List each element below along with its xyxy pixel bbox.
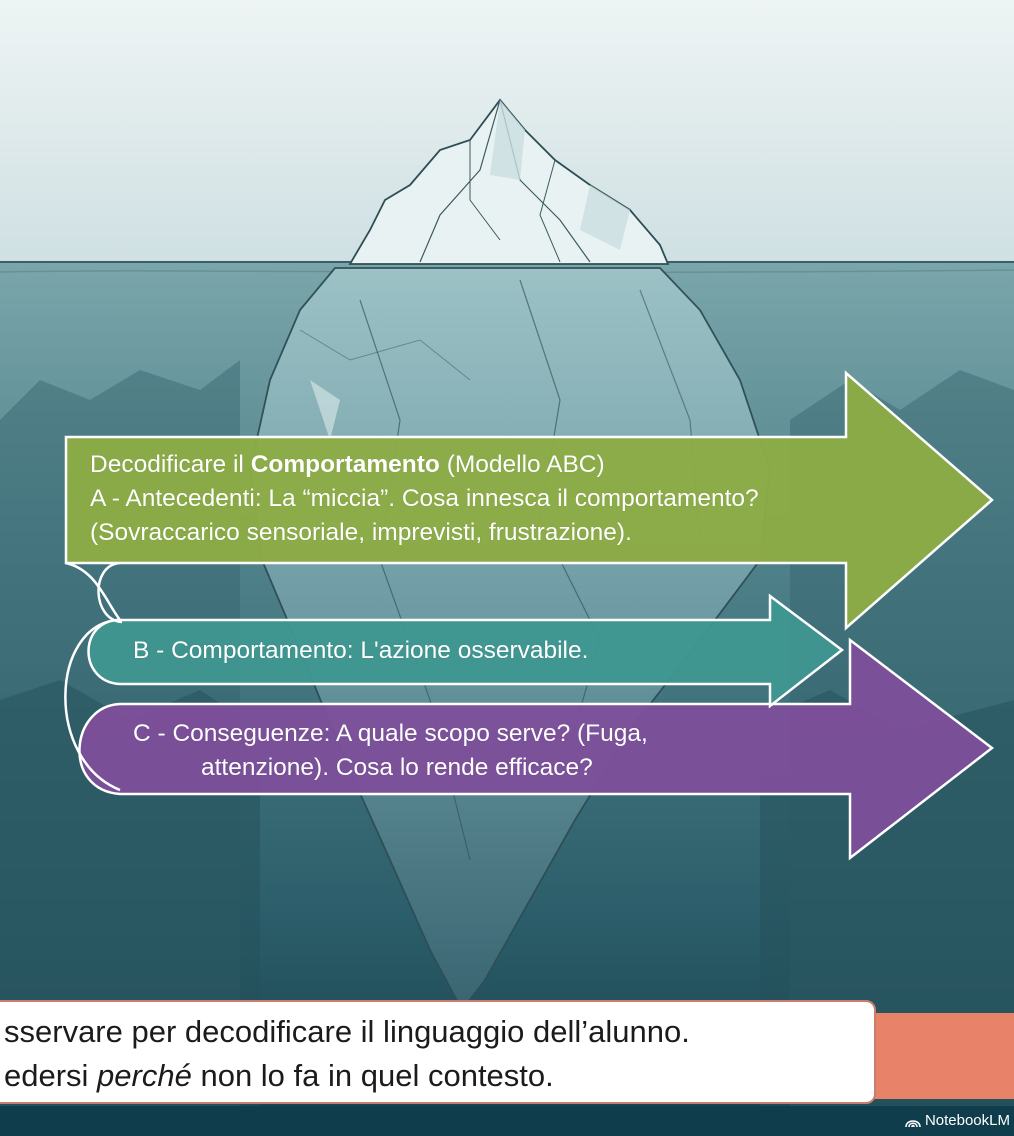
caption-line-1: sservare per decodificare il linguaggio … bbox=[4, 1014, 690, 1049]
arrow-a-heading-bold: Comportamento bbox=[250, 451, 440, 478]
arrow-b bbox=[87, 593, 845, 709]
bottom-strip bbox=[0, 1106, 1014, 1136]
arrow-b-text: B - Comportamento: L'azione osservabile. bbox=[133, 637, 589, 664]
arrow-c-text: C - Conseguenze: A quale scopo serve? (F… bbox=[133, 717, 833, 785]
caption-line-2: edersi perché non lo fa in quel contesto… bbox=[4, 1058, 554, 1093]
arrow-a-line3: (Sovraccarico sensoriale, imprevisti, fr… bbox=[90, 519, 632, 546]
arrow-c bbox=[78, 637, 995, 861]
watermark: NotebookLM bbox=[905, 1112, 1010, 1129]
arrow-c-line2: attenzione). Cosa lo rende efficace? bbox=[201, 754, 593, 781]
arrow-a-heading: Decodificare il Comportamento (Modello A… bbox=[90, 451, 605, 478]
notebooklm-icon bbox=[905, 1119, 921, 1127]
arrow-a-text: Decodificare il Comportamento (Modello A… bbox=[90, 448, 950, 550]
arrow-a-line2: A - Antecedenti: La “miccia”. Cosa innes… bbox=[90, 485, 759, 512]
arrow-c-line1: C - Conseguenze: A quale scopo serve? (F… bbox=[133, 720, 648, 747]
arrow-a bbox=[64, 370, 994, 631]
connector-b-c bbox=[64, 618, 121, 792]
caption-box bbox=[0, 1000, 876, 1104]
connector-a-b bbox=[97, 561, 123, 624]
caption-italic: perché bbox=[97, 1058, 192, 1093]
watermark-label: NotebookLM bbox=[924, 1112, 1010, 1129]
